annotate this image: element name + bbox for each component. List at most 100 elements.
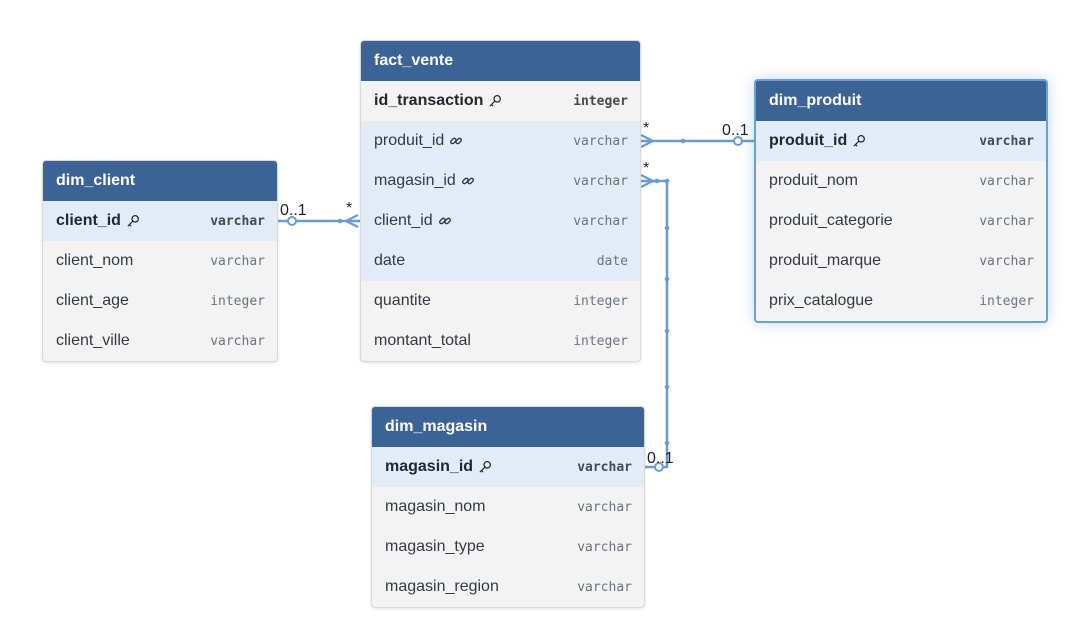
- key-icon: [851, 133, 867, 149]
- link-icon: [460, 173, 476, 189]
- field-type: varchar: [979, 253, 1034, 269]
- field-type: date: [596, 253, 628, 269]
- field-row-magasin-type[interactable]: magasin_type varchar: [372, 527, 644, 567]
- field-type: integer: [210, 293, 265, 309]
- field-name-text: client_age: [56, 292, 129, 309]
- table-header[interactable]: dim_produit: [756, 81, 1046, 121]
- field-name: client_age: [56, 292, 129, 310]
- field-type: varchar: [573, 213, 628, 229]
- field-name: produit_marque: [769, 252, 881, 270]
- field-name-text: produit_categorie: [769, 212, 893, 229]
- field-name: produit_id: [769, 132, 867, 150]
- field-name: id_transaction: [374, 92, 503, 110]
- route-dot: [337, 218, 343, 224]
- table-title: dim_client: [56, 172, 136, 189]
- cardinality-zero-one: 0..1: [647, 450, 674, 467]
- field-name: client_nom: [56, 252, 133, 270]
- field-name-text: id_transaction: [374, 92, 484, 109]
- field-name-text: produit_marque: [769, 252, 882, 269]
- field-type: integer: [979, 293, 1034, 309]
- field-name: produit_id: [374, 132, 464, 150]
- route-dot: [664, 328, 670, 334]
- field-name-text: client_id: [374, 212, 433, 229]
- table-header[interactable]: dim_magasin: [372, 407, 644, 447]
- field-row-magasin-region[interactable]: magasin_region varchar: [372, 567, 644, 607]
- field-type: varchar: [577, 499, 632, 515]
- route-dot: [664, 225, 670, 231]
- field-name: magasin_nom: [385, 498, 486, 516]
- key-icon: [487, 93, 503, 109]
- field-name: magasin_type: [385, 538, 485, 556]
- field-type: varchar: [210, 213, 265, 229]
- field-name: produit_nom: [769, 172, 858, 190]
- field-type: integer: [573, 293, 628, 309]
- field-name: client_ville: [56, 332, 130, 350]
- route-dot: [654, 178, 660, 184]
- table-title: fact_vente: [374, 52, 454, 69]
- zero-one-marker: [654, 462, 664, 472]
- link-icon: [448, 133, 464, 149]
- field-type: varchar: [577, 579, 632, 595]
- table-title: dim_magasin: [385, 418, 488, 435]
- field-name: magasin_region: [385, 578, 499, 596]
- field-name-text: client_ville: [56, 332, 130, 349]
- cardinality-many: *: [643, 120, 649, 137]
- field-name: prix_catalogue: [769, 292, 873, 310]
- field-row-magasin-id[interactable]: magasin_id varchar: [372, 447, 644, 487]
- field-row-produit-id[interactable]: produit_id varchar: [361, 121, 640, 161]
- route-dot: [664, 440, 670, 446]
- field-row-produit-nom[interactable]: produit_nom varchar: [756, 161, 1046, 201]
- many-marker: [640, 174, 654, 188]
- field-row-magasin-nom[interactable]: magasin_nom varchar: [372, 487, 644, 527]
- key-icon: [477, 459, 493, 475]
- table-header[interactable]: dim_client: [43, 161, 277, 201]
- field-name-text: client_nom: [56, 252, 134, 269]
- field-name-text: prix_catalogue: [769, 292, 874, 309]
- field-row-client-id[interactable]: client_id varchar: [43, 201, 277, 241]
- field-type: varchar: [979, 173, 1034, 189]
- field-name: magasin_id: [385, 458, 493, 476]
- field-name-text: magasin_id: [385, 458, 474, 475]
- field-row-produit-id[interactable]: produit_id varchar: [756, 121, 1046, 161]
- table-title: dim_produit: [769, 92, 862, 109]
- field-type: varchar: [210, 253, 265, 269]
- field-type: varchar: [573, 133, 628, 149]
- link-icon: [437, 213, 453, 229]
- field-type: integer: [573, 333, 628, 349]
- field-row-client-nom[interactable]: client_nom varchar: [43, 241, 277, 281]
- field-row-client-id[interactable]: client_id varchar: [361, 201, 640, 241]
- route-dot: [680, 138, 686, 144]
- field-row-id-transaction[interactable]: id_transaction integer: [361, 81, 640, 121]
- table-header[interactable]: fact_vente: [361, 41, 640, 81]
- field-row-prix-catalogue[interactable]: prix_catalogue integer: [756, 281, 1046, 321]
- field-name-text: produit_nom: [769, 172, 858, 189]
- route-dot: [664, 384, 670, 390]
- field-name: produit_categorie: [769, 212, 893, 230]
- field-row-montant-total[interactable]: montant_total integer: [361, 321, 640, 361]
- field-name-text: client_id: [56, 212, 121, 229]
- field-name-text: date: [374, 252, 406, 269]
- field-row-produit-marque[interactable]: produit_marque varchar: [756, 241, 1046, 281]
- zero-one-marker: [733, 136, 743, 146]
- field-row-client-age[interactable]: client_age integer: [43, 281, 277, 321]
- field-name-text: montant_total: [374, 332, 471, 349]
- field-type: varchar: [577, 459, 632, 475]
- field-name-text: magasin_region: [385, 578, 499, 595]
- field-type: varchar: [577, 539, 632, 555]
- field-type: integer: [573, 93, 628, 109]
- zero-one-marker: [287, 216, 297, 226]
- many-marker: [345, 214, 359, 228]
- field-type: varchar: [979, 133, 1034, 149]
- key-icon: [125, 213, 141, 229]
- field-name: montant_total: [374, 332, 471, 350]
- field-row-date[interactable]: date date: [361, 241, 640, 281]
